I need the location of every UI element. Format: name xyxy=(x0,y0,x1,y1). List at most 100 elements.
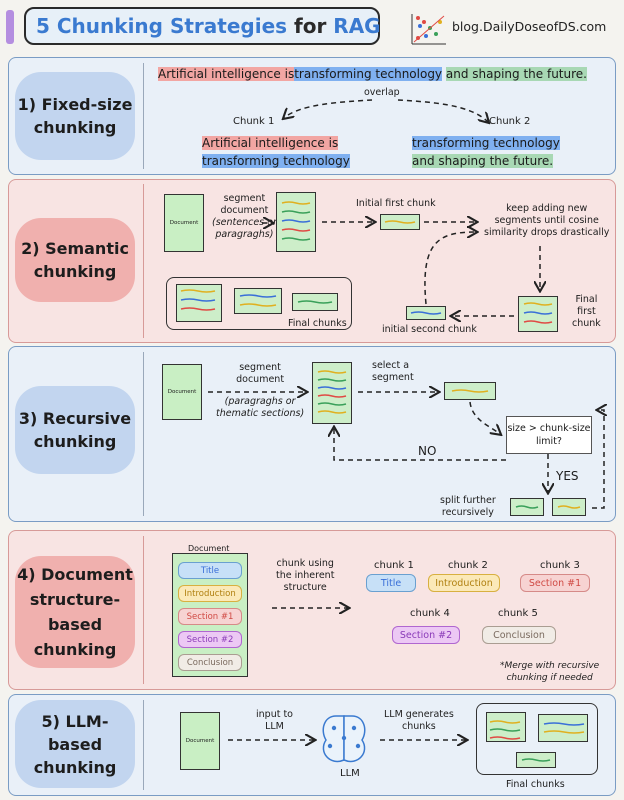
structure-doc-label: Document xyxy=(188,544,230,553)
text-line xyxy=(239,294,277,298)
t: structure xyxy=(283,582,327,593)
tag-conclusion: Conclusion xyxy=(482,626,556,644)
final-first-chunk xyxy=(518,296,558,332)
chunk2-label: Chunk 2 xyxy=(489,116,531,127)
text-line xyxy=(317,410,347,414)
dashed-arrow xyxy=(334,428,506,461)
text-line xyxy=(317,378,347,382)
chunk1-line2: transforming technology xyxy=(202,154,350,168)
chunk2-line2: and shaping the future. xyxy=(412,154,554,168)
sentence-part-b: transforming technology xyxy=(294,67,443,81)
text-line xyxy=(523,311,553,315)
doc-label: Document xyxy=(169,220,199,226)
scatter-logo-icon xyxy=(411,14,446,45)
text-line xyxy=(410,311,442,315)
pill-llm-label: 5) LLM-based chunking xyxy=(33,711,117,777)
llm-label: LLM xyxy=(340,768,360,779)
chunk4-label: chunk 4 xyxy=(410,608,450,619)
text-line xyxy=(489,736,521,740)
text-line xyxy=(281,237,311,241)
t: segment xyxy=(372,372,414,383)
pill-structure: 4) Document structure-based chunking xyxy=(15,556,135,668)
t: chunking if needed xyxy=(506,673,593,683)
divider xyxy=(143,536,144,684)
final-chunk xyxy=(234,288,282,314)
chunk1-label: chunk 1 xyxy=(374,560,414,571)
final-chunks-box xyxy=(166,277,352,330)
sentence-part-c: and shaping the future. xyxy=(445,67,587,81)
text-line xyxy=(297,300,333,304)
text-line xyxy=(489,720,521,724)
dashed-arrow xyxy=(424,232,476,305)
t: (sentences or xyxy=(212,217,277,228)
yes-label: YES xyxy=(556,469,579,483)
pill-semantic-label: 2) Semantic chunking xyxy=(21,239,129,281)
t: document xyxy=(236,374,285,385)
overlap-label: overlap xyxy=(364,87,400,98)
dashed-arrow xyxy=(469,401,500,434)
recursive-document: Document xyxy=(162,364,202,420)
t: keep adding new xyxy=(506,203,588,214)
t: chunks xyxy=(402,721,436,732)
size-condition-box: size > chunk-size limit? xyxy=(506,416,592,454)
text-line xyxy=(281,201,311,205)
pill-fixed-size-label: 1) Fixed-size chunking xyxy=(17,95,133,137)
site-url[interactable]: blog.DailyDoseofDS.com xyxy=(452,19,607,34)
text-line xyxy=(451,389,489,393)
text-line xyxy=(317,394,347,398)
initial-second-label: initial second chunk xyxy=(382,324,477,335)
header-accent-bar xyxy=(6,10,14,44)
pill-llm: 5) LLM-based chunking xyxy=(15,700,135,788)
dashed-arrow xyxy=(397,99,488,122)
t: first xyxy=(577,306,596,317)
doc-item: Conclusion xyxy=(178,654,242,671)
dashed-arrow xyxy=(592,410,604,509)
t: segments until cosine xyxy=(494,215,599,226)
t: chunk using xyxy=(276,558,334,569)
doc-label: Document xyxy=(185,738,215,744)
t: the inherent xyxy=(276,570,335,581)
chunk1-text: Artificial intelligence is transforming t… xyxy=(202,134,350,170)
text-line xyxy=(281,210,311,214)
initial-first-label: Initial first chunk xyxy=(356,198,436,209)
doc-item: Section #1 xyxy=(178,608,242,625)
divider xyxy=(143,352,144,516)
semantic-document: Document xyxy=(164,194,204,252)
t: limit? xyxy=(536,436,562,447)
chunk3-label: chunk 3 xyxy=(540,560,580,571)
chunk1-label: Chunk 1 xyxy=(233,116,275,127)
tag-section2: Section #2 xyxy=(392,626,460,644)
semantic-segments xyxy=(276,192,316,252)
text-line xyxy=(515,505,539,509)
divider xyxy=(143,184,144,338)
text-line xyxy=(281,219,311,223)
t: paragraghs) xyxy=(215,229,274,240)
text-line xyxy=(239,303,277,307)
chunk2-text: transforming technology and shaping the f… xyxy=(412,134,560,170)
tag-introduction: Introduction xyxy=(428,574,500,592)
text-line xyxy=(384,220,416,224)
text-line xyxy=(180,298,216,302)
chunk1-line1: Artificial intelligence is xyxy=(202,136,339,150)
llm-final-label: Final chunks xyxy=(506,779,565,790)
text-line xyxy=(543,722,585,726)
t: size > chunk-size xyxy=(507,423,591,434)
text-line xyxy=(281,228,311,232)
page-title: 5 Chunking Strategies for RAG xyxy=(24,7,381,45)
pill-fixed-size: 1) Fixed-size chunking xyxy=(15,72,135,160)
llm-final-box xyxy=(476,703,598,775)
final-chunks-label: Final chunks xyxy=(288,318,347,329)
llm-final-chunk xyxy=(538,714,588,742)
pill-structure-label: 4) Document structure-based chunking xyxy=(17,565,133,659)
text-line xyxy=(543,730,585,734)
chunk2-label: chunk 2 xyxy=(448,560,488,571)
chunk2-line1: transforming technology xyxy=(412,136,560,150)
text-line xyxy=(317,402,347,406)
tag-title: Title xyxy=(366,574,416,592)
